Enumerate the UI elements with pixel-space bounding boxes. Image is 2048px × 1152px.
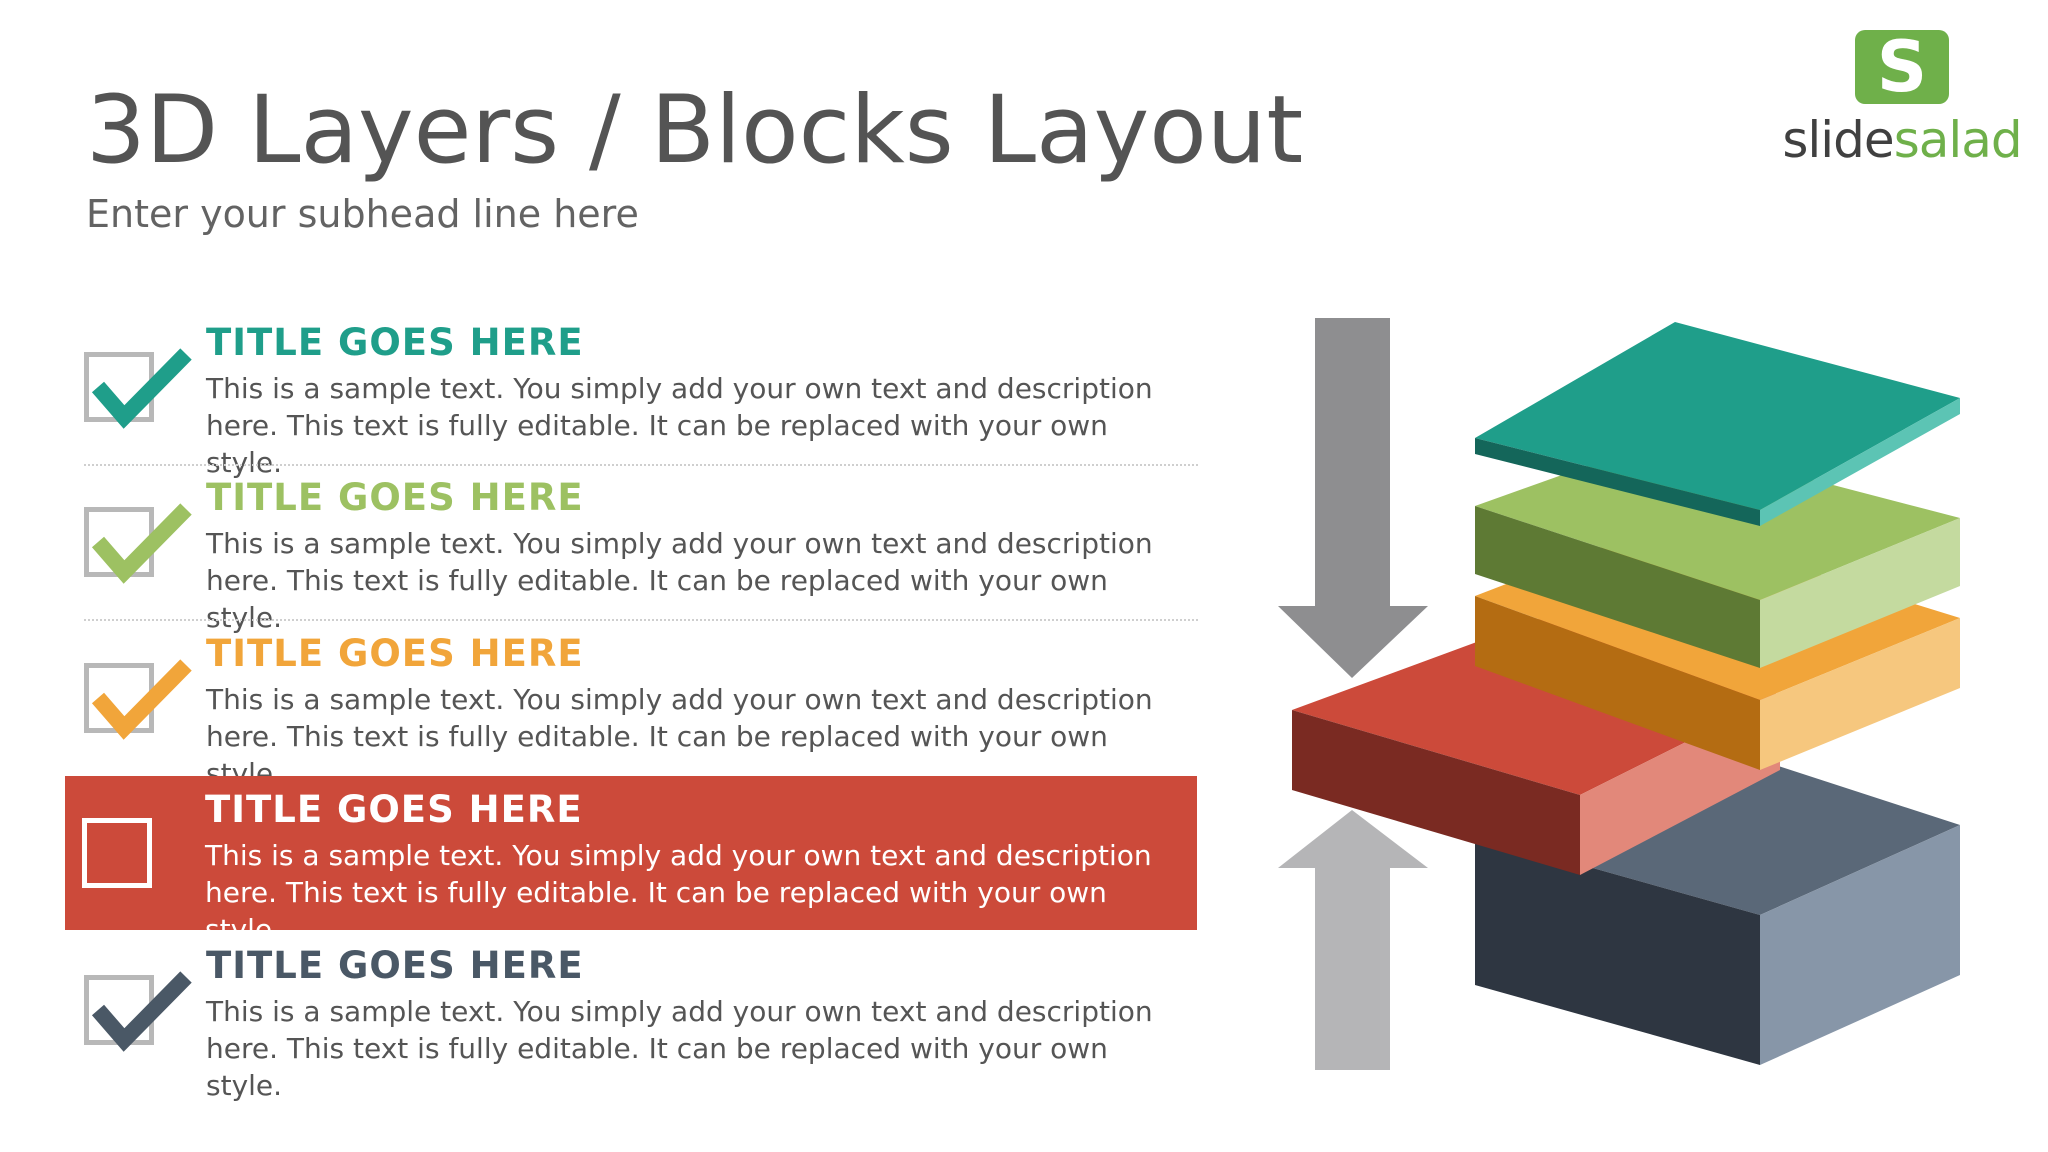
logo-word-dark: slide: [1782, 111, 1894, 169]
item-title: TITLE GOES HERE: [205, 788, 583, 831]
highlight-background: [65, 776, 1197, 930]
checkbox[interactable]: [82, 818, 152, 888]
logo-badge: S: [1855, 30, 1949, 104]
divider: [84, 464, 1198, 466]
checkmark-icon: [91, 971, 192, 1052]
checkmark-icon: [91, 348, 192, 429]
list-item-highlighted: TITLE GOES HERE This is a sample text. Y…: [65, 776, 1197, 946]
item-description: This is a sample text. You simply add yo…: [205, 839, 1152, 946]
list-item: TITLE GOES HERE This is a sample text. Y…: [66, 467, 1198, 634]
logo-wordmark: slidesalad: [1782, 110, 2022, 170]
slidesalad-logo: S slidesalad: [1782, 30, 2023, 170]
block-slate: [1475, 760, 1960, 1065]
checkmark-icon: [91, 659, 192, 740]
logo-word-green: salad: [1893, 111, 2023, 169]
item-description: This is a sample text. You simply add yo…: [206, 527, 1153, 634]
item-description: This is a sample text. You simply add yo…: [206, 372, 1153, 479]
page-subtitle: Enter your subhead line here: [86, 192, 639, 236]
list-item: TITLE GOES HERE This is a sample text. Y…: [66, 312, 1198, 479]
list-item: TITLE GOES HERE This is a sample text. Y…: [66, 935, 1198, 1102]
checkmark-icon: [91, 503, 192, 584]
item-title: TITLE GOES HERE: [206, 476, 584, 519]
list-item: TITLE GOES HERE This is a sample text. Y…: [66, 623, 1198, 790]
up-arrow: [1278, 810, 1428, 1070]
page-title: 3D Layers / Blocks Layout: [86, 76, 1304, 185]
divider: [84, 619, 1198, 621]
down-arrow: [1278, 318, 1428, 678]
block-teal: [1475, 322, 1960, 526]
layered-blocks-diagram: [1278, 318, 1960, 1070]
item-title: TITLE GOES HERE: [206, 632, 584, 675]
item-title: TITLE GOES HERE: [206, 944, 584, 987]
item-description: This is a sample text. You simply add yo…: [206, 995, 1153, 1102]
item-title: TITLE GOES HERE: [206, 321, 584, 364]
